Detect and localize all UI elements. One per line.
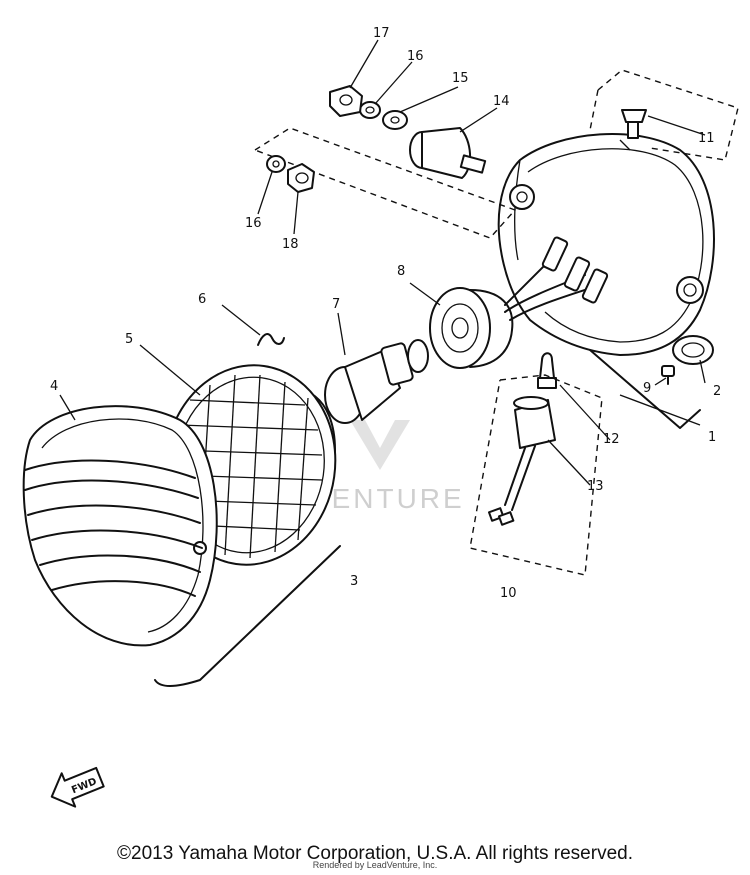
part-bulb-socket[interactable] xyxy=(429,287,514,369)
group-box-14-18 xyxy=(253,127,517,239)
part-lock-washer-lower[interactable] xyxy=(266,155,286,173)
callout-9: 9 xyxy=(643,381,651,396)
part-nut-lower[interactable] xyxy=(287,163,315,193)
callout-12: 12 xyxy=(603,432,620,447)
callout-14: 14 xyxy=(493,94,510,109)
bracket-3 xyxy=(154,545,341,687)
part-washer[interactable] xyxy=(382,110,408,130)
callout-6: 6 xyxy=(198,292,206,307)
part-headlight-rim-guard[interactable] xyxy=(22,405,218,647)
callout-3: 3 xyxy=(350,574,358,589)
callout-16-upper: 16 xyxy=(407,49,424,64)
part-bulb[interactable] xyxy=(324,339,429,424)
part-screw[interactable] xyxy=(661,365,675,385)
callout-2: 2 xyxy=(713,384,721,399)
rendered-by-notice: Rendered by LeadVenture, Inc. xyxy=(312,860,438,870)
part-socket-cord[interactable] xyxy=(487,396,556,526)
callout-16-lower: 16 xyxy=(245,216,262,231)
part-damper[interactable] xyxy=(409,127,487,179)
callout-11: 11 xyxy=(698,131,715,146)
callout-5: 5 xyxy=(125,332,133,347)
part-headlight-housing[interactable] xyxy=(497,132,715,356)
callout-8: 8 xyxy=(397,264,405,279)
part-nut-upper[interactable] xyxy=(329,85,363,117)
leader-lines xyxy=(59,39,706,486)
part-bolt[interactable] xyxy=(621,109,647,139)
part-clip[interactable] xyxy=(257,333,285,346)
part-grommet[interactable] xyxy=(672,335,714,365)
group-box-11 xyxy=(589,69,739,161)
callout-17: 17 xyxy=(373,26,390,41)
copyright-notice: ©2013 Yamaha Motor Corporation, U.S.A. A… xyxy=(117,843,633,864)
callout-1: 1 xyxy=(708,430,716,445)
callout-18: 18 xyxy=(282,237,299,252)
part-position-bulb[interactable] xyxy=(537,352,557,389)
fwd-arrow-icon: FWD xyxy=(50,766,105,808)
callout-7: 7 xyxy=(332,297,340,312)
callout-10: 10 xyxy=(500,586,517,601)
part-lock-washer-upper[interactable] xyxy=(359,101,381,119)
callout-13: 13 xyxy=(587,479,604,494)
callout-15: 15 xyxy=(452,71,469,86)
bracket-1 xyxy=(589,349,701,429)
group-box-10 xyxy=(469,374,603,576)
callout-4: 4 xyxy=(50,379,58,394)
